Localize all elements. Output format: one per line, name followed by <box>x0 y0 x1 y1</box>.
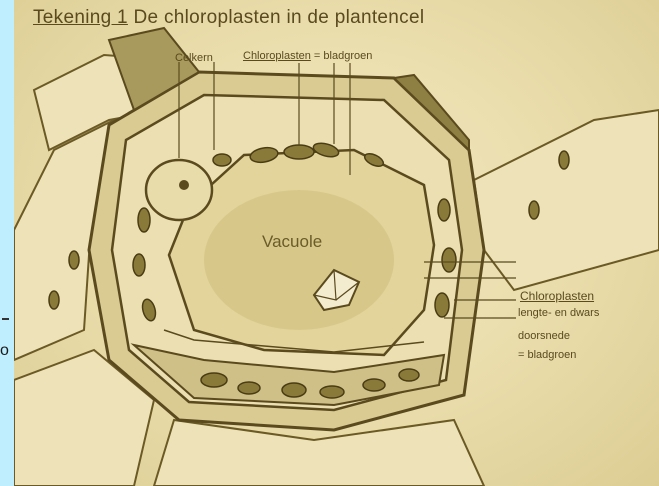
chloroplast <box>529 201 539 219</box>
chloroplast <box>438 199 450 221</box>
chloroplast <box>213 154 231 166</box>
label-vacuole: Vacuole <box>262 232 322 252</box>
chloroplast <box>320 386 344 398</box>
diagram-title: Tekening 1 De chloroplasten in de plante… <box>33 7 424 29</box>
vacuole-shading <box>204 190 394 330</box>
edge-letter: o <box>0 342 9 360</box>
chloroplast <box>284 145 314 159</box>
chloroplast <box>363 379 385 391</box>
label-bladgroen-right: = bladgroen <box>518 349 576 361</box>
title-text: De chloroplasten in de plantencel <box>128 7 424 28</box>
label-chloroplasten-top: Chloroplasten = bladgroen <box>243 50 372 62</box>
chloroplast <box>399 369 419 381</box>
label-chloroplasten-top-word: Chloroplasten <box>243 50 311 62</box>
neighbour-cell-right <box>474 110 659 290</box>
chloroplast <box>282 383 306 397</box>
chloroplast <box>442 248 456 272</box>
chloroplast <box>69 251 79 269</box>
nucleus <box>146 160 212 220</box>
label-celkern: Celkern <box>175 52 213 64</box>
label-bladgroen-top: = bladgroen <box>311 50 372 62</box>
chloroplast <box>138 208 150 232</box>
chloroplast <box>133 254 145 276</box>
chloroplast <box>201 373 227 387</box>
chloroplast <box>559 151 569 169</box>
edge-mark <box>2 318 9 328</box>
title-number: Tekening 1 <box>33 7 128 28</box>
label-lengte-dwars: lengte- en dwars <box>518 307 599 319</box>
chloroplast <box>238 382 260 394</box>
plant-cell-illustration <box>14 0 659 486</box>
chloroplast <box>435 293 449 317</box>
nucleolus <box>179 180 189 190</box>
label-doorsnede: doorsnede <box>518 330 570 342</box>
chloroplast <box>49 291 59 309</box>
label-chloroplasten-right: Chloroplasten <box>520 289 594 303</box>
